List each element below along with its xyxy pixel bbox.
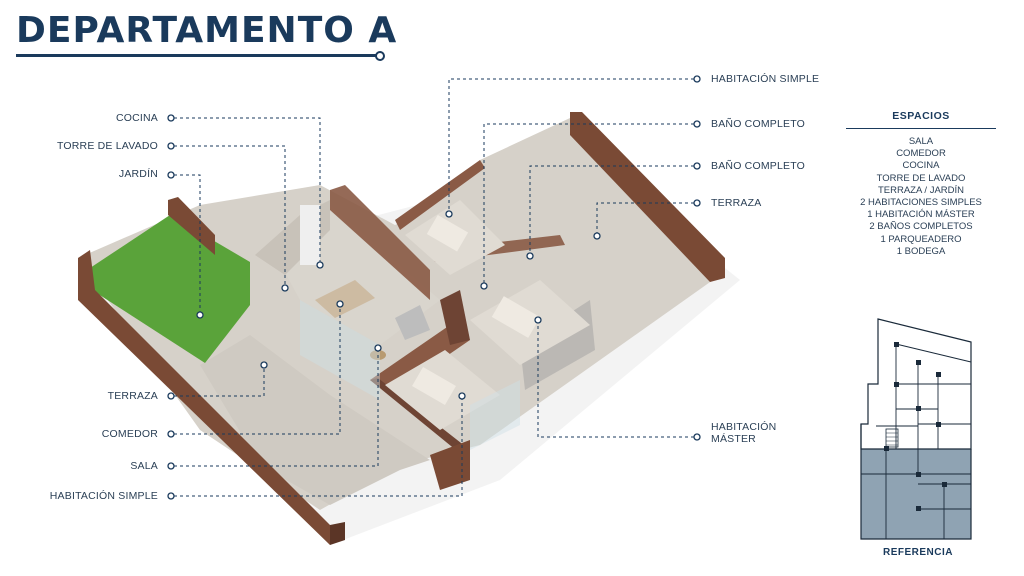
espacios-item: 1 HABITACIÓN MÁSTER bbox=[867, 209, 975, 221]
espacios-item: 2 HABITACIONES SIMPLES bbox=[860, 197, 982, 209]
espacios-item: COCINA bbox=[902, 160, 940, 172]
label-bano-completo-2: BAÑO COMPLETO bbox=[711, 160, 806, 172]
label-sala: SALA bbox=[130, 460, 158, 472]
espacios-title: ESPACIOS bbox=[846, 110, 996, 129]
right-exterior-wall bbox=[570, 112, 725, 282]
espacios-item: 1 BODEGA bbox=[896, 245, 946, 257]
label-torre-de-lavado: TORRE DE LAVADO bbox=[56, 140, 158, 152]
espacios-panel: ESPACIOS SALA COMEDOR COCINA TORRE DE LA… bbox=[846, 110, 996, 258]
label-terraza-right: TERRAZA bbox=[711, 197, 762, 209]
page-title: DEPARTAMENTO A bbox=[16, 10, 398, 51]
espacios-item: 1 PARQUEADERO bbox=[880, 233, 962, 245]
label-comedor: COMEDOR bbox=[101, 428, 158, 440]
label-cocina: COCINA bbox=[115, 112, 158, 124]
title-underline-dot bbox=[375, 51, 385, 61]
espacios-item: TORRE DE LAVADO bbox=[876, 172, 966, 184]
label-habitacion-master-line1: HABITACIÓN bbox=[711, 421, 777, 433]
espacios-list: SALA COMEDOR COCINA TORRE DE LAVADO TERR… bbox=[846, 136, 996, 258]
label-terraza-left: TERRAZA bbox=[107, 390, 158, 402]
espacios-item: SALA bbox=[908, 136, 934, 147]
reference-title: REFERENCIA bbox=[882, 547, 953, 558]
left-exterior-wall bbox=[78, 250, 330, 545]
label-habitacion-simple-right: HABITACIÓN SIMPLE bbox=[711, 73, 820, 85]
espacios-item: 2 BAÑOS COMPLETOS bbox=[869, 221, 973, 233]
garden-grass bbox=[90, 215, 250, 363]
espacios-item: COMEDOR bbox=[896, 148, 946, 160]
reference-mini-plan bbox=[860, 318, 972, 540]
label-bano-completo-1: BAÑO COMPLETO bbox=[711, 118, 806, 130]
espacios-item: TERRAZA / JARDÍN bbox=[877, 184, 965, 196]
title-underline bbox=[16, 54, 378, 57]
label-jardin: JARDÍN bbox=[118, 168, 158, 180]
label-habitacion-simple-left: HABITACIÓN SIMPLE bbox=[49, 490, 158, 502]
label-habitacion-master-line2: MÁSTER bbox=[711, 433, 756, 445]
